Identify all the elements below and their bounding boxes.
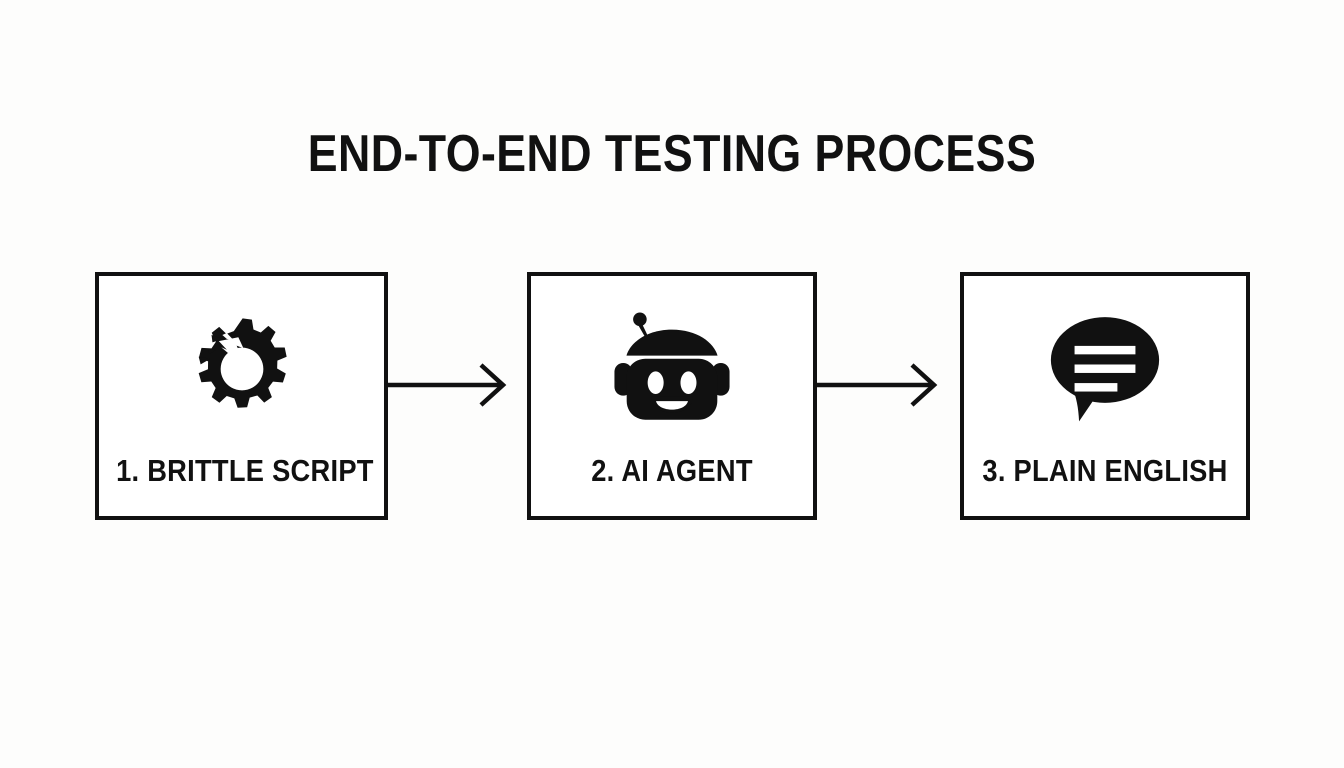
page-title: END-TO-END TESTING PROCESS bbox=[307, 125, 1037, 183]
step-label-plain-english: 3. PLAIN ENGLISH bbox=[982, 453, 1228, 488]
robot-head-icon bbox=[531, 308, 813, 430]
speech-bubble-icon bbox=[964, 308, 1246, 430]
arrow-step2-to-step3 bbox=[817, 360, 960, 410]
arrow-step1-to-step2 bbox=[388, 360, 527, 410]
step-label-ai-agent: 2. AI AGENT bbox=[591, 453, 753, 488]
broken-gear-icon bbox=[99, 308, 384, 430]
step-box-ai-agent[interactable]: 2. AI AGENT bbox=[527, 272, 817, 520]
step-box-brittle-script[interactable]: 1. BRITTLE SCRIPT bbox=[95, 272, 388, 520]
step-label-brittle-script: 1. BRITTLE SCRIPT bbox=[116, 453, 374, 488]
step-box-plain-english[interactable]: 3. PLAIN ENGLISH bbox=[960, 272, 1250, 520]
